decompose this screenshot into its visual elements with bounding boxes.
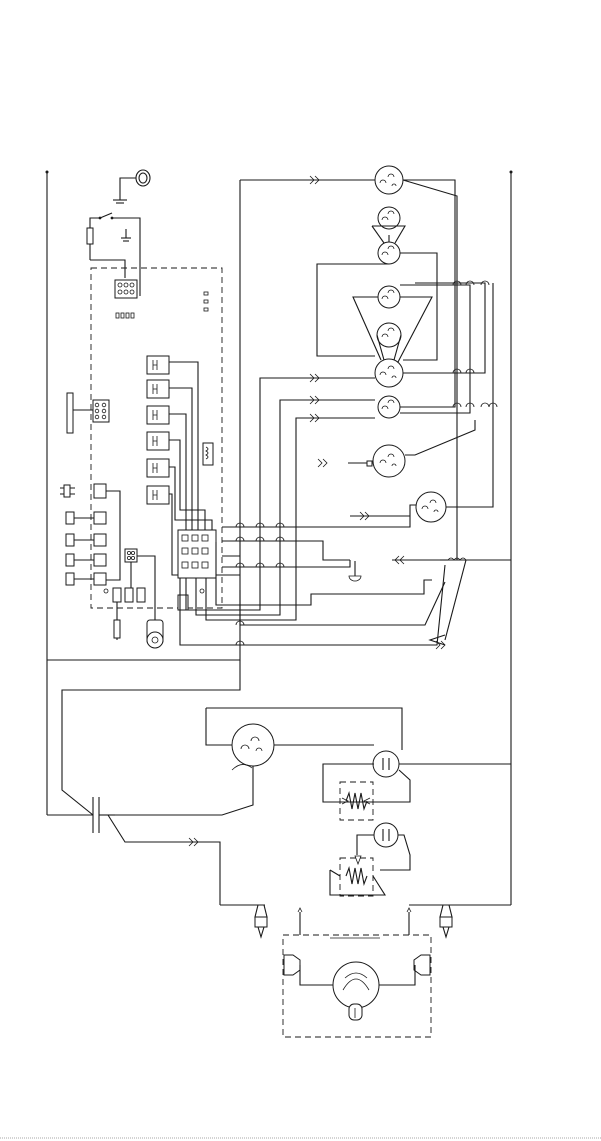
drive-motor-icon [283,935,431,1037]
motor-icon [317,166,493,560]
ground-terminal-icon [113,170,150,203]
power-plug-icon [220,905,511,937]
fan-icon [147,620,163,648]
capacitor-icon [93,797,220,905]
heating-element-icon [323,751,511,896]
timer-switch-icon [62,660,402,815]
left-connectors [60,393,120,585]
